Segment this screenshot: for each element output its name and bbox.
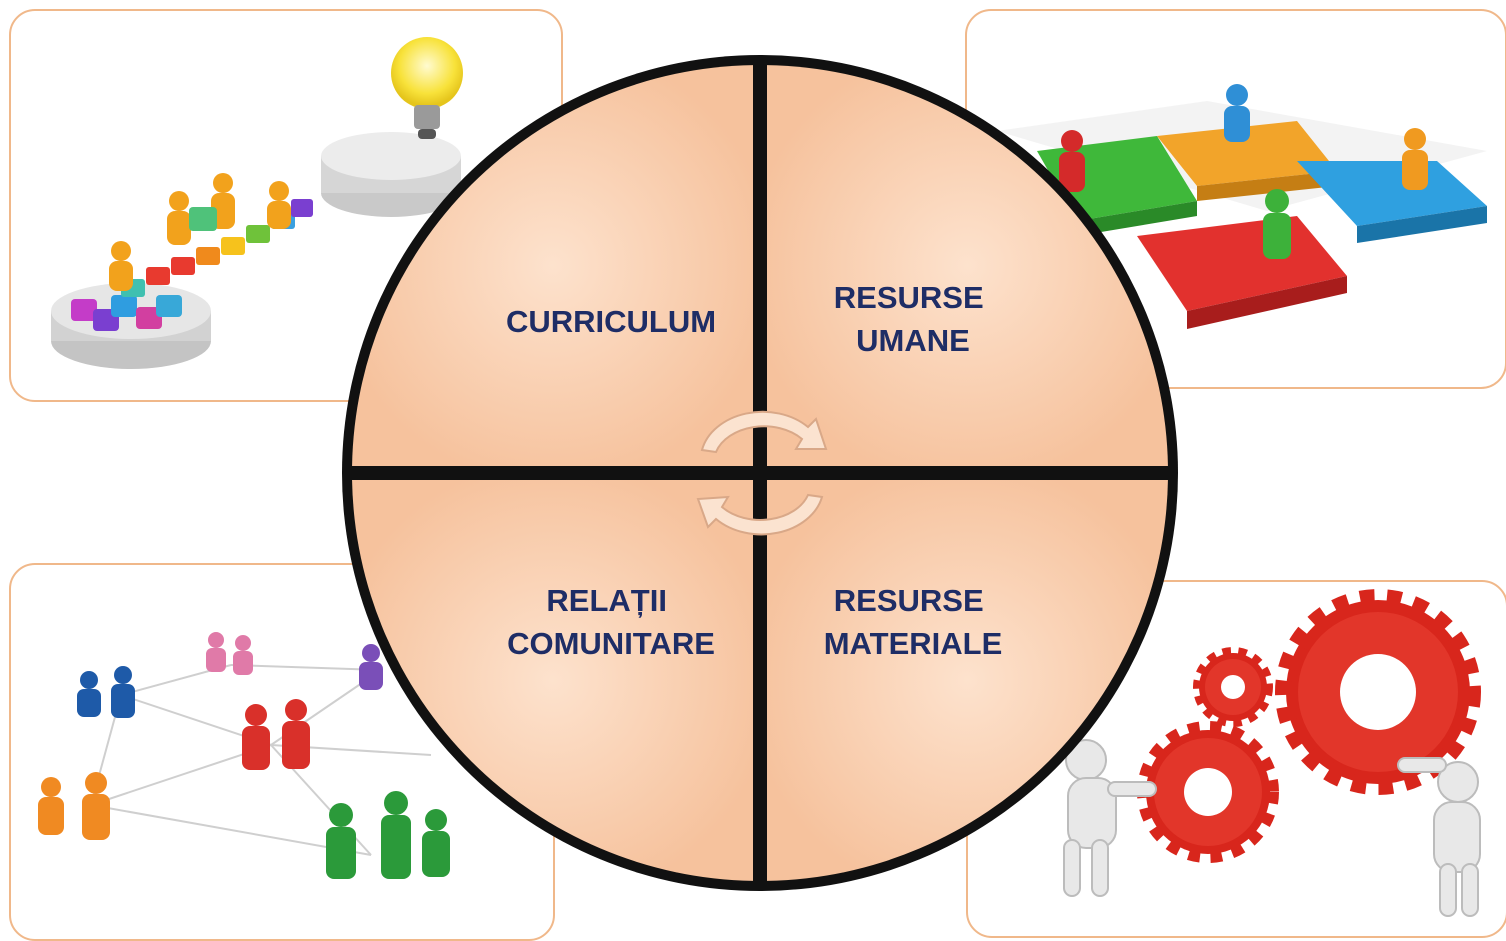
gear-icon (1193, 647, 1273, 727)
cycle-arrows-icon (696, 410, 828, 536)
quadrant-relatii-comunitare (352, 480, 753, 881)
label-curriculum: CURRICULUM (506, 304, 716, 339)
quadrant-curriculum (352, 65, 753, 466)
label-relatii-comunitare: RELAȚII COMUNITARE (507, 583, 715, 661)
quadrant-resurse-umane (767, 65, 1168, 466)
people-on-puzzle-pieces-illustration (997, 84, 1487, 329)
quadrant-resurse-materiale (767, 480, 1168, 881)
gear-icon (1275, 589, 1481, 795)
lightbulb-icon (391, 37, 463, 109)
people-pushing-gears-illustration (1063, 589, 1481, 917)
teamwork-puzzle-lightbulb-illustration (51, 37, 463, 369)
connected-people-network-illustration (38, 632, 450, 879)
label-resurse-umane: RESURSE UMANE (834, 280, 993, 358)
label-resurse-materiale: RESURSE MATERIALE (824, 583, 1003, 661)
quadrant-wheel: CURRICULUM RESURSE UMANE RELAȚII COMUNIT… (342, 55, 1178, 891)
